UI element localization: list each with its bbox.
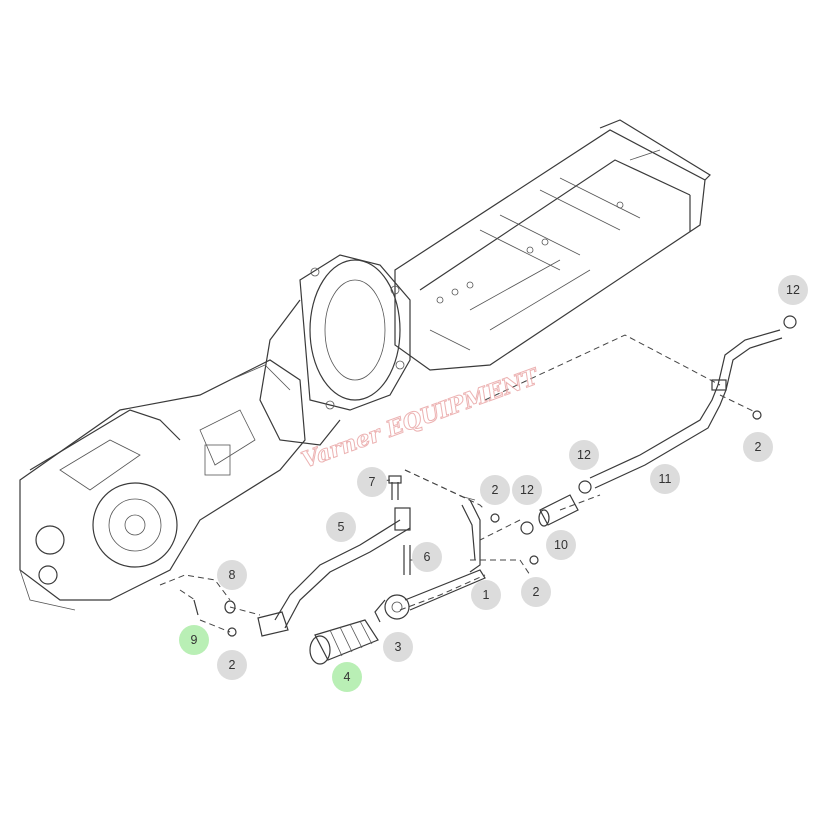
- callout-12b[interactable]: 12: [569, 440, 599, 470]
- callout-9[interactable]: 9: [179, 625, 209, 655]
- callout-5[interactable]: 5: [326, 512, 356, 542]
- callout-3[interactable]: 3: [383, 632, 413, 662]
- callout-2d[interactable]: 2: [217, 650, 247, 680]
- svg-text:6: 6: [424, 550, 431, 564]
- callout-2a[interactable]: 2: [480, 475, 510, 505]
- rear-axle-housing: [19, 359, 306, 611]
- svg-text:1: 1: [483, 588, 490, 602]
- nut-set: [227, 410, 762, 637]
- svg-text:9: 9: [191, 633, 198, 647]
- svg-text:12: 12: [520, 483, 534, 497]
- svg-text:2: 2: [492, 483, 499, 497]
- svg-text:8: 8: [229, 568, 236, 582]
- callout-11[interactable]: 11: [650, 464, 680, 494]
- callout-7[interactable]: 7: [357, 467, 387, 497]
- svg-text:7: 7: [369, 475, 376, 489]
- pedal-lever-assembly: [193, 410, 762, 665]
- svg-text:3: 3: [395, 640, 402, 654]
- svg-text:2: 2: [533, 585, 540, 599]
- callout-group: 1 2 2 2 2 3 4 5 6 7 8 9 10 11 12 12 12: [179, 275, 808, 692]
- svg-text:12: 12: [786, 283, 800, 297]
- pedal-pad: [309, 619, 379, 665]
- callout-12a[interactable]: 12: [512, 475, 542, 505]
- svg-text:5: 5: [338, 520, 345, 534]
- callout-4[interactable]: 4: [332, 662, 362, 692]
- svg-text:2: 2: [755, 440, 762, 454]
- pivot-bushing: [374, 594, 410, 623]
- callout-6[interactable]: 6: [412, 542, 442, 572]
- leader-lines: [159, 334, 756, 633]
- linkage-rod-assembly: [520, 315, 797, 535]
- transmission-bell-housing: [259, 254, 411, 446]
- callout-1[interactable]: 1: [471, 580, 501, 610]
- callout-2c[interactable]: 2: [743, 432, 773, 462]
- svg-text:4: 4: [344, 670, 351, 684]
- svg-text:12: 12: [577, 448, 591, 462]
- callout-10[interactable]: 10: [546, 530, 576, 560]
- callout-12c[interactable]: 12: [778, 275, 808, 305]
- svg-text:10: 10: [554, 538, 568, 552]
- chassis-frame: [394, 119, 711, 371]
- svg-text:11: 11: [659, 472, 672, 486]
- svg-text:2: 2: [229, 658, 236, 672]
- watermark-text: Varner EQUIPMENT: [298, 363, 543, 473]
- callout-8[interactable]: 8: [217, 560, 247, 590]
- callout-2b[interactable]: 2: [521, 577, 551, 607]
